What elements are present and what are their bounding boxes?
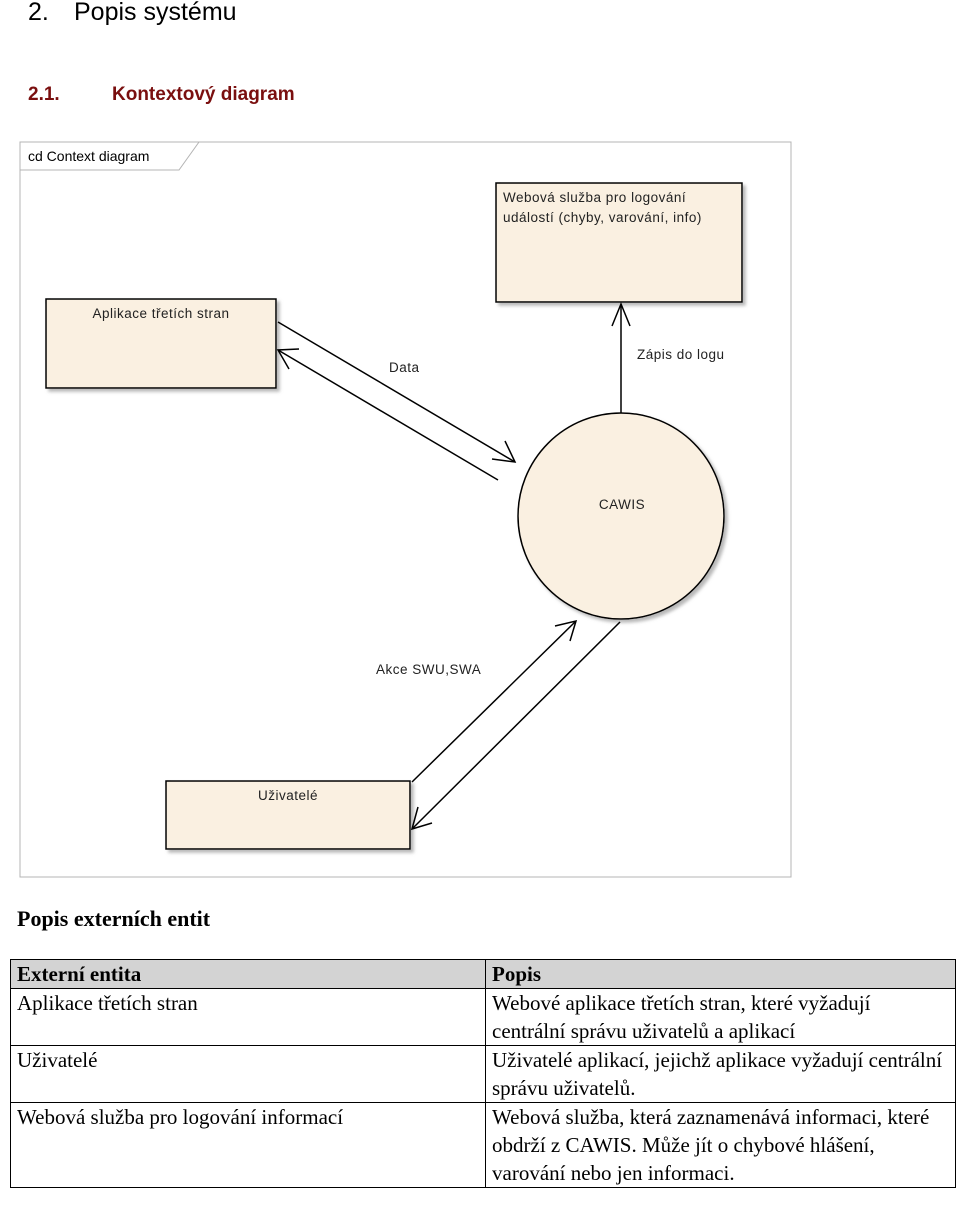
- heading-section: 2. Popis systému: [28, 0, 237, 27]
- table-cell-description: Webové aplikace třetích stran, které vyž…: [485, 988, 956, 1046]
- flow-log-write-label: Zápis do logu: [637, 347, 725, 362]
- process-cawis: CAWIS: [517, 412, 725, 620]
- heading-subsection-number: 2.1.: [28, 84, 60, 105]
- flow-log-write: [611, 302, 631, 413]
- entity-users-label: Uživatelé: [258, 788, 318, 803]
- table-cell-entity: Webová služba pro logování informací: [10, 1102, 486, 1188]
- process-cawis-label: CAWIS: [599, 497, 645, 512]
- heading-subsection: 2.1. Kontextový diagram: [28, 84, 295, 106]
- table-cell-description: Uživatelé aplikací, jejichž aplikace vyž…: [485, 1045, 956, 1103]
- entity-third-party-apps-label: Aplikace třetích stran: [92, 306, 229, 321]
- table-header-entity: Externí entita: [10, 959, 486, 989]
- entities-table: Externí entita Popis Aplikace třetích st…: [10, 959, 956, 1188]
- table-row: Aplikace třetích stran Webové aplikace t…: [10, 988, 956, 1046]
- heading-section-number: 2.: [28, 0, 49, 26]
- entity-third-party-apps: Aplikace třetích stran: [45, 298, 277, 389]
- table-row: Uživatelé Uživatelé aplikací, jejichž ap…: [10, 1045, 956, 1103]
- diagram-frame-label: cd Context diagram: [28, 148, 149, 164]
- flow-data-label: Data: [389, 360, 420, 375]
- flow-actions: [410, 619, 621, 831]
- entity-logging-service-label-line1: Webová služba pro logování: [503, 190, 686, 205]
- flow-actions-label: Akce SWU,SWA: [376, 662, 481, 677]
- entity-logging-service-label-line2: událostí (chyby, varování, info): [503, 210, 702, 225]
- entities-section-title: Popis externích entit: [17, 906, 211, 931]
- diagram-frame-tab: [19, 141, 200, 171]
- table-header-description: Popis: [485, 959, 956, 989]
- table-cell-description: Webová služba, která zaznamenává informa…: [485, 1102, 956, 1188]
- table-row: Webová služba pro logování informací Web…: [10, 1102, 956, 1188]
- context-diagram: cd Context diagram Webová služba pro log…: [19, 141, 792, 878]
- entity-logging-service: Webová služba pro logování událostí (chy…: [495, 182, 743, 303]
- heading-subsection-title: Kontextový diagram: [112, 84, 295, 105]
- table-cell-entity: Uživatelé: [10, 1045, 486, 1103]
- heading-section-title: Popis systému: [74, 0, 237, 26]
- entity-users: Uživatelé: [165, 780, 411, 850]
- table-cell-entity: Aplikace třetích stran: [10, 988, 486, 1046]
- flow-data: [276, 321, 517, 481]
- table-header-row: Externí entita Popis: [10, 959, 956, 989]
